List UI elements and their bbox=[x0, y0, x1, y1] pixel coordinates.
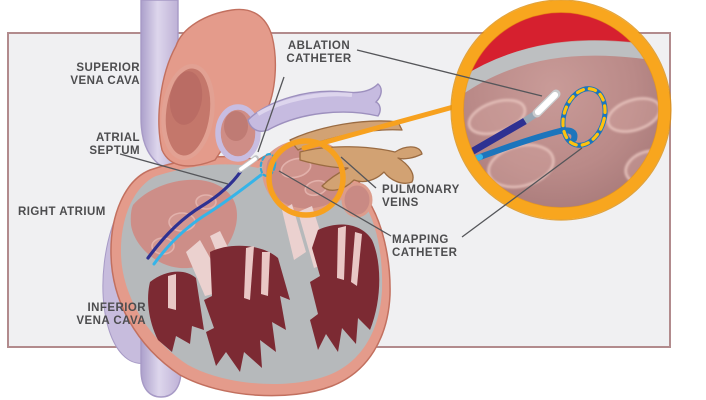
inset-aorta-red bbox=[460, 9, 662, 96]
label-superior-vena-cava: SUPERIOR VENA CAVA bbox=[70, 62, 140, 87]
catheters-in-heart bbox=[146, 153, 277, 266]
inset-ablation-tip bbox=[534, 91, 559, 116]
chordae-highlights bbox=[168, 226, 362, 310]
label-atrial-septum: ATRIAL SEPTUM bbox=[89, 132, 140, 157]
inset-magnified-view bbox=[450, 0, 672, 221]
pulmonary-artery bbox=[247, 83, 382, 132]
magnifier-connector bbox=[301, 103, 460, 151]
label-inferior-vena-cava: INFERIOR VENA CAVA bbox=[76, 302, 146, 327]
leader-mapping-to-heart bbox=[278, 170, 392, 237]
pulmonary-trunk-cut bbox=[215, 104, 261, 162]
ablation-catheter-tip-heart bbox=[239, 157, 257, 171]
inset-orange-ring bbox=[451, 0, 671, 220]
leader-atrial-septum bbox=[119, 153, 229, 185]
label-right-atrium: RIGHT ATRIUM bbox=[18, 206, 106, 218]
magnifier-circle bbox=[266, 138, 346, 218]
mapping-loop-heart bbox=[259, 153, 277, 177]
label-mapping-catheter: MAPPING CATHETER bbox=[392, 234, 458, 259]
leader-pulmonary-veins bbox=[340, 156, 377, 189]
ablation-catheter-shaft-heart bbox=[146, 169, 243, 260]
leader-mapping-to-inset bbox=[461, 147, 583, 238]
leader-ablation-to-heart bbox=[257, 76, 285, 153]
leader-lines bbox=[119, 49, 583, 238]
mapping-catheter-shaft-heart bbox=[152, 173, 263, 266]
label-ablation-catheter: ABLATION CATHETER bbox=[286, 40, 352, 65]
label-pulmonary-veins: PULMONARY VEINS bbox=[382, 184, 460, 209]
leader-ablation-to-inset bbox=[356, 49, 543, 97]
